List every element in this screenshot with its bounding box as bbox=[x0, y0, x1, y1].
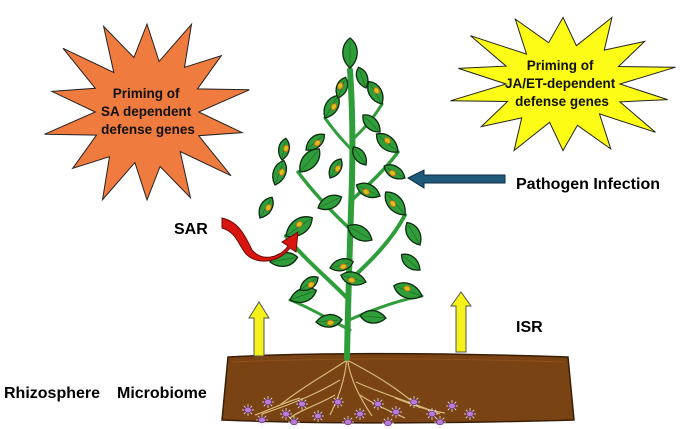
microbe-icon bbox=[354, 408, 366, 420]
leaf bbox=[367, 80, 384, 105]
microbe-icon bbox=[446, 400, 458, 412]
pathogen-infection-label: Pathogen Infection bbox=[516, 176, 660, 193]
burst-sa-line-1: Priming of bbox=[113, 86, 180, 101]
leaf bbox=[328, 158, 343, 179]
starburst-yellow bbox=[450, 16, 676, 152]
rhizosphere-label: Rhizosphere bbox=[4, 385, 100, 402]
yellow-arrow-up-right bbox=[450, 291, 472, 353]
leaf bbox=[335, 76, 349, 99]
leaf bbox=[305, 133, 326, 151]
leaf bbox=[355, 182, 381, 199]
leaf bbox=[384, 191, 406, 216]
leaf bbox=[289, 287, 318, 304]
starburst-sa: Priming of SA dependent defense genes bbox=[44, 22, 250, 202]
svg-text:Priming of JA/ET-depende: Priming of JA/ET-dependent defense genes bbox=[505, 58, 619, 109]
leaf bbox=[299, 148, 321, 173]
microbe-icon bbox=[342, 416, 354, 428]
sar-label: SAR bbox=[174, 221, 208, 238]
starburst-orange bbox=[44, 22, 250, 202]
roots bbox=[254, 354, 446, 419]
leaf bbox=[323, 94, 340, 119]
burst-ja-line-1: Priming of bbox=[527, 58, 594, 73]
microbe-icon bbox=[372, 398, 384, 410]
leaf bbox=[347, 224, 373, 242]
microbe-icon bbox=[256, 414, 268, 426]
starburst-ja: Priming of JA/ET-dependent defense genes bbox=[450, 16, 676, 152]
microbe-icon bbox=[312, 410, 324, 422]
leaf bbox=[375, 132, 399, 153]
microbe-icon bbox=[426, 408, 438, 420]
red-curved-arrow bbox=[221, 217, 299, 262]
leaf bbox=[277, 137, 291, 161]
microbe-group bbox=[242, 396, 476, 429]
microbe-icon bbox=[242, 404, 254, 416]
microbe-icon bbox=[408, 396, 420, 408]
microbiome-label: Microbiome bbox=[117, 385, 207, 402]
burst-sa-line-2: SA dependent bbox=[101, 104, 192, 119]
leaf bbox=[359, 309, 387, 324]
microbe-icon bbox=[280, 408, 292, 420]
soil-layer bbox=[221, 352, 575, 424]
burst-ja-line-3: defense genes bbox=[515, 94, 609, 109]
leaf bbox=[355, 66, 369, 89]
leaf bbox=[315, 313, 343, 328]
yellow-arrow-up-left bbox=[248, 301, 270, 357]
microbe-icon bbox=[288, 416, 300, 428]
leaf bbox=[299, 276, 319, 292]
burst-sa-line-3: defense genes bbox=[101, 122, 195, 137]
leaf bbox=[352, 146, 368, 166]
leaf bbox=[258, 196, 274, 219]
leaf bbox=[329, 258, 354, 272]
microbe-icon bbox=[390, 406, 402, 418]
leaf bbox=[383, 164, 406, 180]
leaf bbox=[340, 271, 367, 286]
svg-text:Priming of SA dependent: Priming of SA dependent defense genes bbox=[101, 86, 195, 137]
microbe-icon bbox=[332, 396, 344, 408]
leaf bbox=[317, 194, 343, 211]
leaf bbox=[393, 282, 423, 300]
burst-ja-line-2: JA/ET-dependent bbox=[505, 76, 616, 91]
microbe-icon bbox=[262, 396, 274, 408]
leaf bbox=[405, 221, 422, 246]
plant-illustration bbox=[258, 37, 424, 361]
microbe-icon bbox=[434, 416, 446, 428]
isr-label: ISR bbox=[516, 319, 543, 336]
microbe-icon bbox=[296, 398, 308, 410]
leaf bbox=[400, 253, 421, 271]
blue-arrow-left bbox=[406, 169, 506, 189]
leaf bbox=[362, 114, 381, 133]
leaf bbox=[272, 159, 287, 186]
leaf bbox=[342, 37, 358, 69]
microbe-icon bbox=[382, 417, 394, 429]
microbe-icon bbox=[464, 408, 476, 420]
